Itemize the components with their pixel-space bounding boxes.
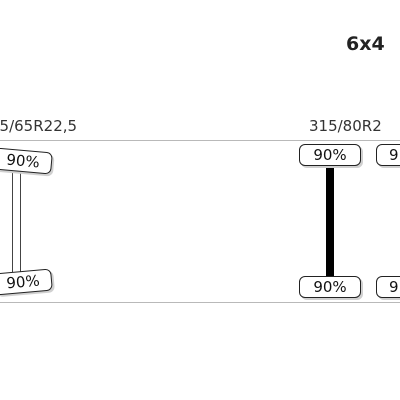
chassis-outline	[0, 140, 400, 303]
rear-top-outer-tire[interactable]: 9	[376, 144, 400, 166]
front-tire-size-label: 35/65R22,5	[0, 117, 78, 135]
front-top-tire[interactable]: 90%	[0, 147, 53, 175]
rear-axle	[326, 162, 334, 280]
rear-bottom-inner-tire[interactable]: 90%	[299, 276, 361, 298]
front-axle	[12, 162, 21, 278]
rear-bottom-outer-tire[interactable]: 9	[376, 276, 400, 298]
rear-top-inner-tire[interactable]: 90%	[299, 144, 361, 166]
axle-configuration-title: 6x4	[346, 33, 385, 55]
rear-tire-size-label: 315/80R2	[309, 117, 382, 135]
